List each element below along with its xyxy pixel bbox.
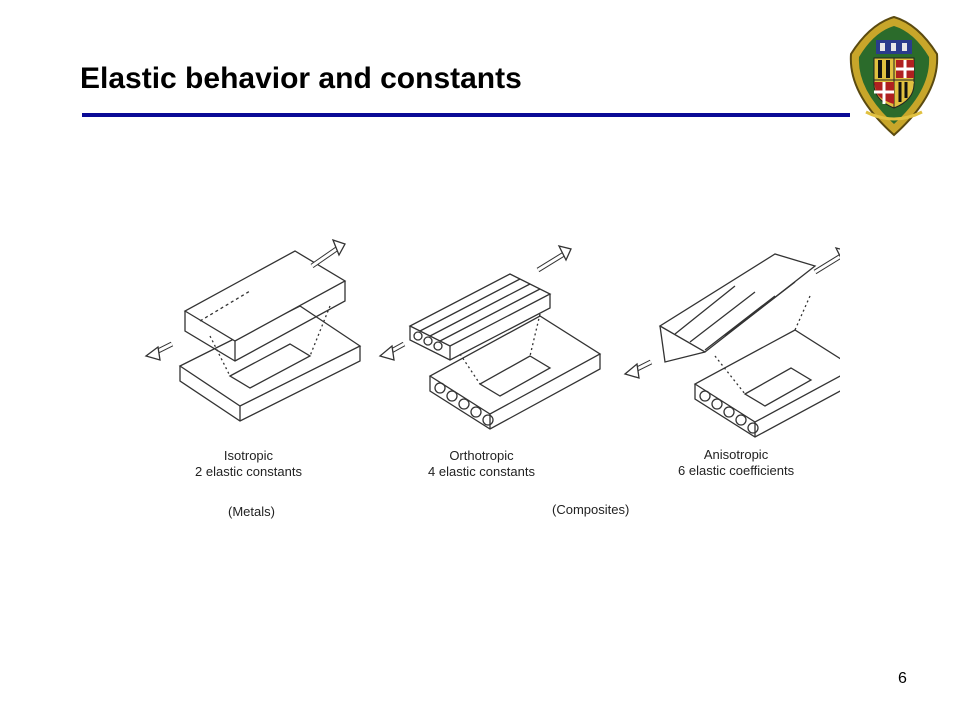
elastic-behavior-figure xyxy=(144,238,840,438)
anisotropic-caption: Anisotropic 6 elastic coefficients xyxy=(678,447,794,479)
isotropic-label: Isotropic xyxy=(223,448,274,463)
page-number: 6 xyxy=(898,670,907,687)
isotropic-caption: Isotropic 2 elastic constants xyxy=(195,448,302,480)
metals-label: (Metals) xyxy=(228,504,275,519)
anisotropic-diagram xyxy=(623,247,840,438)
isotropic-diagram xyxy=(144,238,362,422)
isotropic-constants: 2 elastic constants xyxy=(195,464,302,479)
orthotropic-diagram xyxy=(378,245,602,430)
title-rule xyxy=(82,113,850,117)
orthotropic-caption: Orthotropic 4 elastic constants xyxy=(428,448,535,480)
composites-label: (Composites) xyxy=(552,502,630,517)
orthotropic-label: Orthotropic xyxy=(449,448,514,463)
orthotropic-constants: 4 elastic constants xyxy=(428,464,535,479)
anisotropic-label: Anisotropic xyxy=(703,447,769,462)
slide-title: Elastic behavior and constants xyxy=(80,62,522,95)
anisotropic-constants: 6 elastic coefficients xyxy=(678,463,795,478)
university-seal-icon xyxy=(849,15,939,137)
